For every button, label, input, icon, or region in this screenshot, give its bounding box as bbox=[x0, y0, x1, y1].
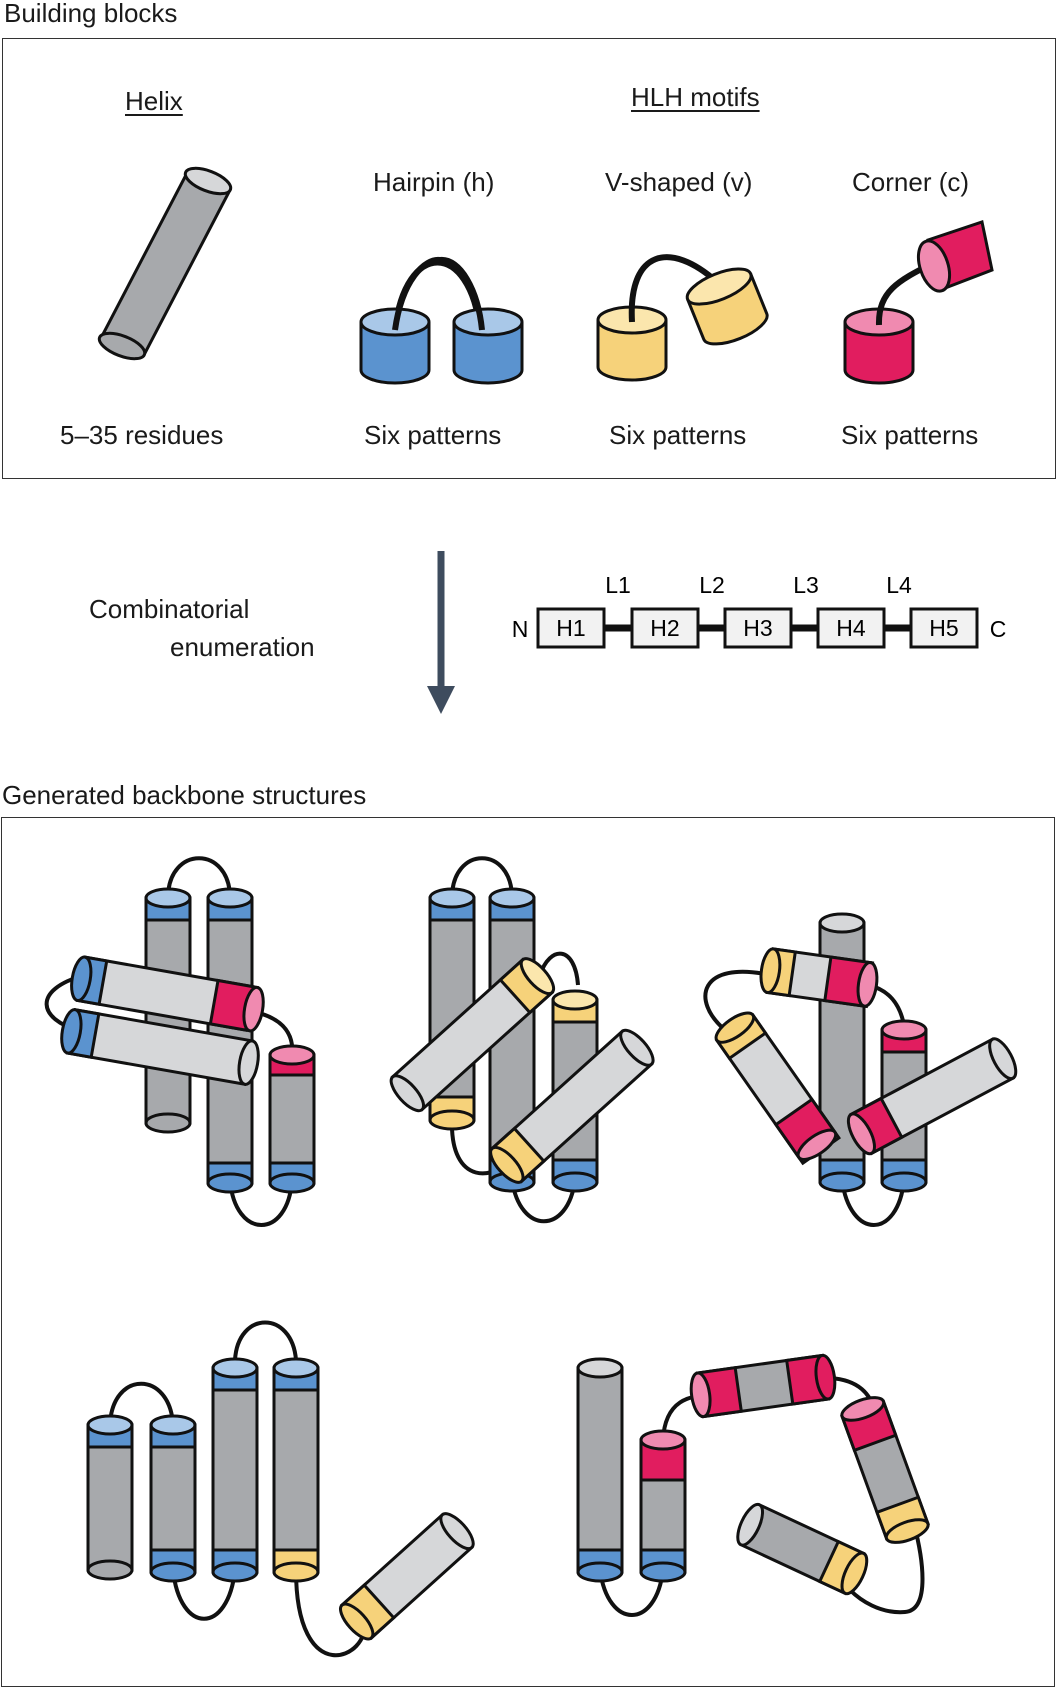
backbone-structure-2 bbox=[389, 856, 655, 1224]
building-blocks-title: Building blocks bbox=[4, 0, 178, 28]
v-shaped-motif bbox=[596, 254, 769, 382]
loop-l2-label: L2 bbox=[699, 572, 725, 598]
backbone-structure-5 bbox=[576, 1353, 930, 1617]
loop-l1-label: L1 bbox=[605, 572, 631, 598]
corner-caption: Six patterns bbox=[841, 420, 979, 450]
topology-helix-h3: H3 bbox=[723, 607, 793, 649]
generated-structures-title: Generated backbone structures bbox=[2, 780, 367, 810]
topology-helix-h4: H4 bbox=[816, 607, 886, 649]
enumeration-label-line2: enumeration bbox=[170, 632, 315, 662]
hlh-motifs-heading: HLH motifs bbox=[631, 82, 760, 112]
loop-l3-label: L3 bbox=[793, 572, 819, 598]
backbone-structure-1 bbox=[44, 856, 316, 1227]
topology-helix-h1: H1 bbox=[536, 607, 606, 649]
h4-label: H4 bbox=[836, 615, 866, 641]
h1-label: H1 bbox=[556, 615, 585, 641]
hairpin-caption: Six patterns bbox=[364, 420, 502, 450]
backbone-structure-4 bbox=[86, 1320, 475, 1658]
helix-caption: 5–35 residues bbox=[60, 420, 224, 450]
hairpin-label: Hairpin (h) bbox=[373, 167, 495, 197]
topology-helix-h2: H2 bbox=[630, 607, 700, 649]
h5-label: H5 bbox=[929, 615, 958, 641]
building-blocks-panel bbox=[2, 38, 1056, 479]
v-shaped-caption: Six patterns bbox=[609, 420, 747, 450]
topology-helix-h5: H5 bbox=[909, 607, 979, 649]
corner-label: Corner (c) bbox=[852, 167, 970, 197]
h3-label: H3 bbox=[743, 615, 772, 641]
n-terminus-label: N bbox=[512, 616, 529, 642]
helix-cylinder bbox=[97, 166, 233, 361]
corner-motif bbox=[843, 220, 994, 385]
enumeration-label-line1: Combinatorial bbox=[89, 594, 250, 624]
c-terminus-label: C bbox=[990, 616, 1007, 642]
hairpin-motif bbox=[359, 256, 524, 385]
v-shaped-label: V-shaped (v) bbox=[605, 167, 753, 197]
backbone-structure-3 bbox=[703, 912, 1018, 1227]
loop-l4-label: L4 bbox=[886, 572, 912, 598]
h2-label: H2 bbox=[650, 615, 679, 641]
helix-heading: Helix bbox=[125, 86, 183, 116]
topology-schematic: H1 H2 H3 H4 H5 N C L1 L2 L3 L4 bbox=[512, 572, 1007, 649]
